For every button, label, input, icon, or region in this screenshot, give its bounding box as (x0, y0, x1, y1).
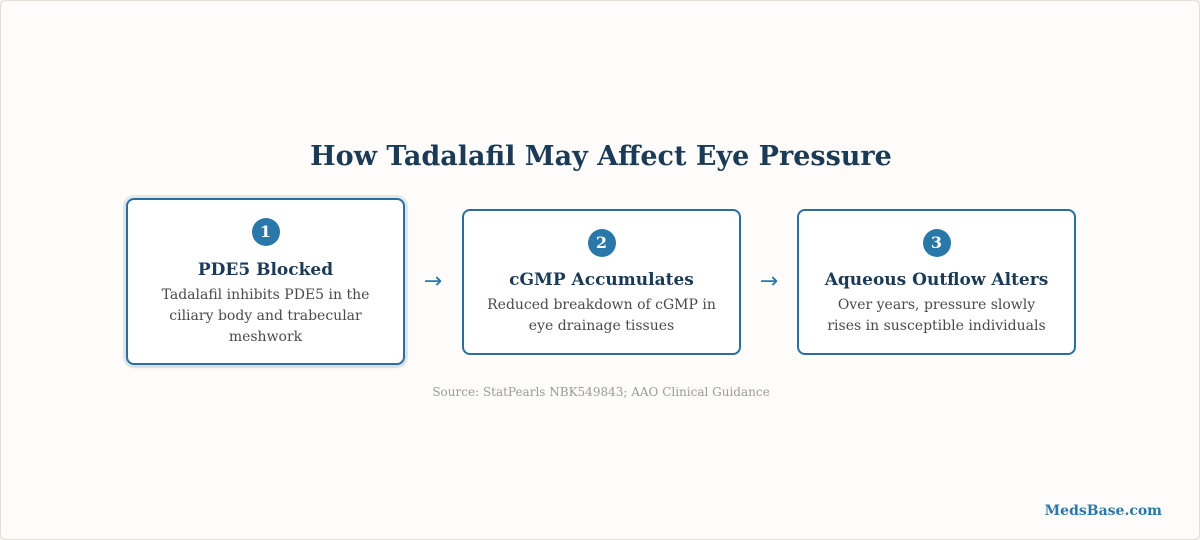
step-card-3: 3 Aqueous Outflow Alters Over years, pre… (797, 209, 1076, 355)
step-number-badge: 1 (251, 218, 280, 246)
step-description: Over years, pressure slowly rises in sus… (827, 297, 1046, 334)
step-description: Tadalafil inhibits PDE5 in the ciliary b… (161, 287, 370, 345)
arrow-right-icon: → (423, 269, 443, 294)
step-description: Reduced breakdown of cGMP in eye drainag… (487, 297, 716, 334)
step-number-badge: 3 (922, 229, 951, 257)
step-title: Aqueous Outflow Alters (824, 270, 1049, 290)
step-title: PDE5 Blocked (197, 260, 334, 280)
diagram-title: How Tadalafil May Affect Eye Pressure (310, 141, 892, 172)
brand-logo-text: MedsBase.com (1044, 503, 1162, 519)
step-number-badge: 2 (587, 229, 616, 257)
source-citation: Source: StatPearls NBK549843; AAO Clinic… (432, 385, 770, 399)
step-card-2: 2 cGMP Accumulates Reduced breakdown of … (462, 209, 741, 355)
step-title: cGMP Accumulates (509, 270, 694, 290)
arrow-right-icon: → (759, 269, 779, 294)
step-card-1: 1 PDE5 Blocked Tadalafil inhibits PDE5 i… (126, 198, 405, 365)
